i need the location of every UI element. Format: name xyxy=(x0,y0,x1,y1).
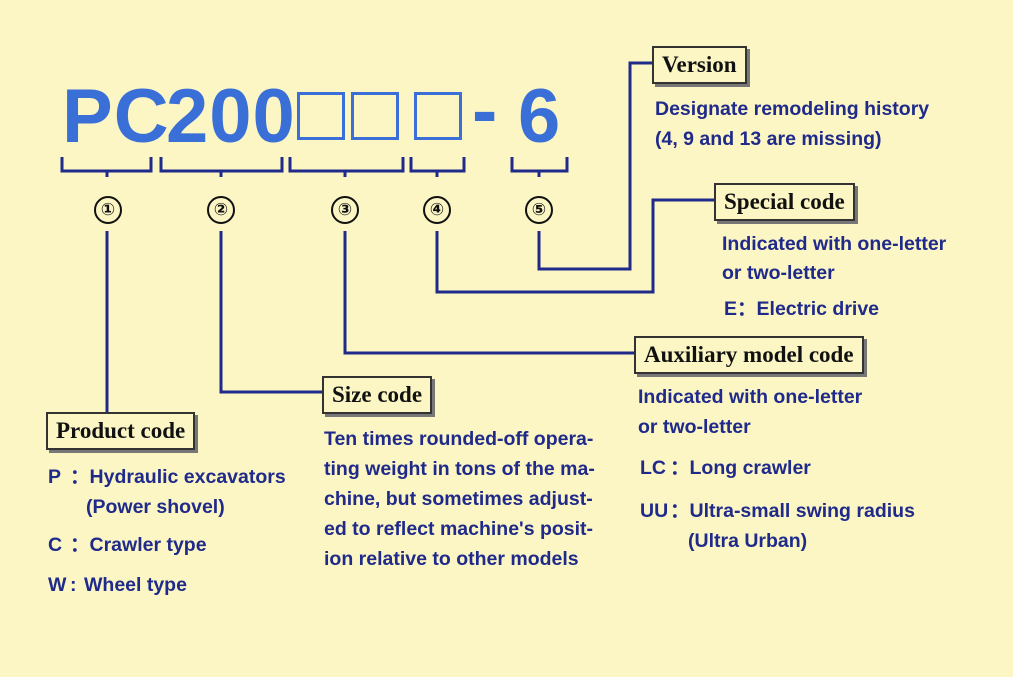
model-slot-1 xyxy=(297,92,345,140)
special-box-title: Special code xyxy=(714,183,855,221)
auxiliary-entry-lc: LC：Long crawler xyxy=(640,453,811,483)
product-entry-p: P ：Hydraulic excavators xyxy=(48,462,286,492)
leader-special xyxy=(435,198,714,294)
model-prefix: PC xyxy=(62,74,170,159)
bracket-5 xyxy=(510,157,569,177)
marker-2: ② xyxy=(207,196,235,224)
bracket-1 xyxy=(60,157,153,177)
bracket-4 xyxy=(409,157,466,177)
size-desc-line-2: ting weight in tons of the ma- xyxy=(324,458,595,480)
product-entry-c: C ：Crawler type xyxy=(48,530,207,560)
model-slot-2 xyxy=(351,92,399,140)
auxiliary-entry-uu-value: Ultra-small swing radius xyxy=(689,500,915,522)
product-entry-p-value: Hydraulic excavators xyxy=(89,466,286,488)
leader-version xyxy=(537,61,652,271)
model-slot-3 xyxy=(414,92,462,140)
product-box-title: Product code xyxy=(46,412,196,450)
product-entry-p-key: P xyxy=(48,466,62,488)
product-entry-c-value: Crawler type xyxy=(89,534,207,556)
auxiliary-entry-lc-value: Long crawler xyxy=(689,457,811,479)
model-dash: - xyxy=(472,68,499,153)
model-size: 200 xyxy=(166,74,296,159)
auxiliary-desc-line-2: or two-letter xyxy=(638,416,751,438)
product-entry-w-sep: : xyxy=(70,574,77,596)
auxiliary-box-title: Auxiliary model code xyxy=(634,336,864,374)
size-desc-line-1: Ten times rounded-off opera- xyxy=(324,428,594,450)
special-desc-line-2: or two-letter xyxy=(722,262,835,284)
bracket-3 xyxy=(288,157,405,177)
product-entry-c-key: C xyxy=(48,534,63,556)
version-box-title: Version xyxy=(652,46,747,84)
special-entry-e: E：Electric drive xyxy=(724,294,879,324)
special-desc-line-1: Indicated with one-letter xyxy=(722,233,947,255)
special-entry-sep: ： xyxy=(737,298,757,320)
size-desc-line-3: chine, but sometimes adjust- xyxy=(324,488,593,510)
version-desc-line-2: (4, 9 and 13 are missing) xyxy=(655,128,882,150)
version-desc-line-1: Designate remodeling history xyxy=(655,98,930,120)
marker-1: ① xyxy=(94,196,122,224)
product-entry-w-value: Wheel type xyxy=(84,574,187,596)
product-entry-c-sep: ： xyxy=(70,534,90,556)
product-entry-w-key: W xyxy=(48,574,67,596)
marker-4: ④ xyxy=(423,196,451,224)
auxiliary-entry-uu: UU：Ultra-small swing radius xyxy=(640,496,915,526)
special-entry-value: Electric drive xyxy=(756,298,880,320)
size-box-title: Size code xyxy=(322,376,433,414)
auxiliary-entry-lc-key: LC xyxy=(640,457,666,479)
auxiliary-entry-uu-key: UU xyxy=(640,500,669,522)
size-desc-line-4: ed to reflect machine's posit- xyxy=(324,518,594,540)
product-entry-p-sep: ： xyxy=(70,466,90,488)
marker-3: ③ xyxy=(331,196,359,224)
product-entry-p-value-2: (Power shovel) xyxy=(86,496,225,518)
marker-5: ⑤ xyxy=(525,196,553,224)
model-version: 6 xyxy=(518,74,562,159)
product-entry-w: W: Wheel type xyxy=(48,570,187,600)
auxiliary-entry-lc-sep: ： xyxy=(670,457,690,479)
auxiliary-desc-line-1: Indicated with one-letter xyxy=(638,386,863,408)
auxiliary-entry-uu-value-2: (Ultra Urban) xyxy=(688,530,808,552)
bracket-2 xyxy=(159,157,284,177)
size-desc-line-5: ion relative to other models xyxy=(324,548,579,570)
leader-auxiliary xyxy=(343,231,634,355)
special-entry-key: E xyxy=(724,298,738,320)
auxiliary-entry-uu-sep: ： xyxy=(670,500,690,522)
leader-size xyxy=(219,231,322,394)
